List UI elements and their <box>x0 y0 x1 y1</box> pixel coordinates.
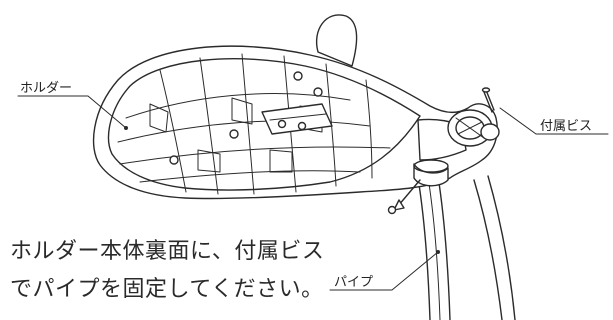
screw-leader <box>499 107 609 135</box>
holder-rear-fin <box>316 14 358 67</box>
screw-arrow <box>387 179 421 215</box>
instruction-line-2: でパイプを固定してください。 <box>10 277 324 302</box>
pipe-socket <box>413 159 449 187</box>
pipe-right <box>473 175 516 320</box>
holder-joint <box>417 109 500 161</box>
pipe-left <box>417 175 451 320</box>
screw-label: 付属ビス <box>540 119 592 134</box>
holder-leader <box>17 95 128 130</box>
accessory-screw <box>481 87 495 113</box>
holder-center-clip <box>169 71 333 165</box>
holder-rim <box>107 58 421 191</box>
holder-label: ホルダー <box>20 81 72 96</box>
pipe-label: パイプ <box>334 275 373 290</box>
instruction-line-1: ホルダー本体裏面に、付属ビス <box>10 239 324 264</box>
pipe-leader <box>329 250 440 291</box>
